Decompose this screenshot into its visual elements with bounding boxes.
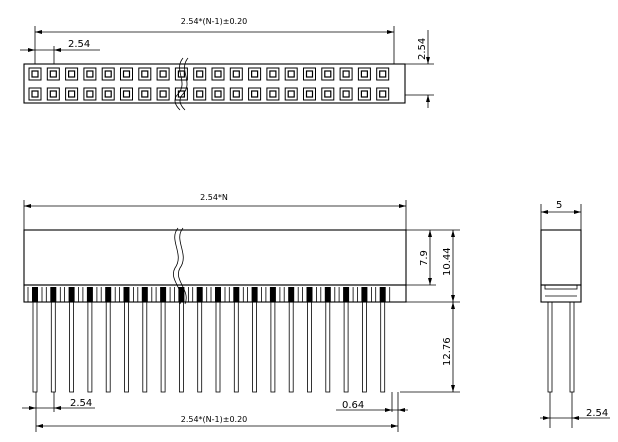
- pad: [229, 67, 243, 81]
- pad: [28, 67, 42, 81]
- pad: [303, 67, 316, 81]
- front-contact-slots: [27, 287, 391, 302]
- pad: [120, 67, 133, 81]
- pad: [248, 87, 262, 101]
- front-pitch-label: 2.54: [70, 398, 92, 409]
- pin: [32, 301, 38, 393]
- contact-slot: [247, 287, 263, 302]
- pad: [46, 67, 60, 81]
- contact-slot: [137, 287, 153, 302]
- pad: [101, 67, 115, 81]
- pin: [69, 301, 74, 393]
- pad: [284, 67, 298, 81]
- contact-slot: [283, 287, 299, 302]
- pad: [65, 67, 79, 81]
- pin: [50, 301, 56, 393]
- contact-slot: [228, 287, 244, 302]
- contact-slot: [100, 287, 116, 302]
- contact-slot: [82, 287, 98, 302]
- pin: [270, 301, 276, 393]
- contact-slot: [45, 287, 61, 302]
- contact-slot: [356, 287, 372, 302]
- pin: [361, 301, 367, 393]
- front-pitch-span-label: 2.54*(N-1)±0.20: [181, 415, 248, 424]
- front-pin-length-label: 12.76: [442, 337, 453, 366]
- pin: [325, 301, 331, 393]
- pad: [193, 67, 207, 81]
- pad: [376, 87, 390, 101]
- pin: [288, 301, 294, 393]
- pad: [28, 87, 42, 101]
- contact-slot: [155, 287, 171, 302]
- pin: [215, 301, 221, 393]
- pad: [83, 87, 97, 101]
- contact-slot: [64, 287, 79, 302]
- pad: [101, 87, 115, 101]
- pad: [211, 67, 225, 81]
- top-pitch-label: 2.54: [68, 39, 90, 50]
- pad: [46, 87, 60, 101]
- contact-slot: [119, 287, 134, 302]
- top-pad-grid: [28, 67, 390, 101]
- pin: [307, 301, 312, 393]
- contact-slot: [302, 287, 317, 302]
- pad: [138, 67, 152, 81]
- pin: [233, 301, 239, 393]
- pin: [105, 301, 111, 393]
- side-width-label: 5: [556, 200, 562, 211]
- front-body-height-label: 7.9: [419, 250, 430, 266]
- pad: [321, 67, 335, 81]
- contact-slot: [320, 287, 336, 302]
- front-pin-width-label: 0.64: [342, 400, 364, 411]
- pad: [193, 87, 207, 101]
- pin: [142, 301, 148, 393]
- front-overall-length-label: 2.54*N: [200, 193, 228, 202]
- contact-slot: [210, 287, 226, 302]
- pin: [178, 301, 184, 393]
- pad: [357, 87, 371, 101]
- front-view: 2.54*N 7.9 10.44 12.76 2.54: [22, 193, 460, 432]
- pad: [229, 87, 243, 101]
- pad: [83, 67, 97, 81]
- pad: [120, 87, 133, 101]
- contact-slot: [192, 287, 208, 302]
- pad: [266, 67, 280, 81]
- contact-slot: [375, 287, 391, 302]
- pin: [124, 301, 129, 393]
- top-view: 2.54*(N-1)±0.20 2.54 2.54: [20, 17, 434, 111]
- pad: [65, 87, 79, 101]
- top-row-pitch-label: 2.54: [417, 38, 428, 60]
- pin: [87, 301, 93, 393]
- pad: [174, 87, 188, 101]
- pin: [252, 301, 258, 393]
- pad: [248, 67, 262, 81]
- side-pitch-label: 2.54: [586, 408, 608, 419]
- pin: [343, 301, 349, 393]
- side-view: 5 2.54: [540, 200, 610, 428]
- pad: [321, 87, 335, 101]
- pad: [156, 87, 170, 101]
- contact-slot: [173, 287, 189, 302]
- pad: [174, 67, 188, 81]
- pad: [357, 67, 371, 81]
- pin: [160, 301, 166, 393]
- pad: [339, 87, 353, 101]
- front-total-height-label: 10.44: [442, 247, 453, 276]
- pad: [339, 67, 353, 81]
- contact-slot: [265, 287, 281, 302]
- pad: [266, 87, 280, 101]
- pin: [380, 301, 386, 393]
- pad: [284, 87, 298, 101]
- pad: [376, 67, 390, 81]
- pin: [197, 301, 203, 393]
- pad: [138, 87, 152, 101]
- top-pitch-span-label: 2.54*(N-1)±0.20: [181, 17, 248, 26]
- contact-slot: [338, 287, 354, 302]
- front-pin-row: [32, 301, 386, 393]
- contact-slot: [27, 287, 43, 302]
- pad: [156, 67, 170, 81]
- pad: [303, 87, 316, 101]
- pad: [211, 87, 225, 101]
